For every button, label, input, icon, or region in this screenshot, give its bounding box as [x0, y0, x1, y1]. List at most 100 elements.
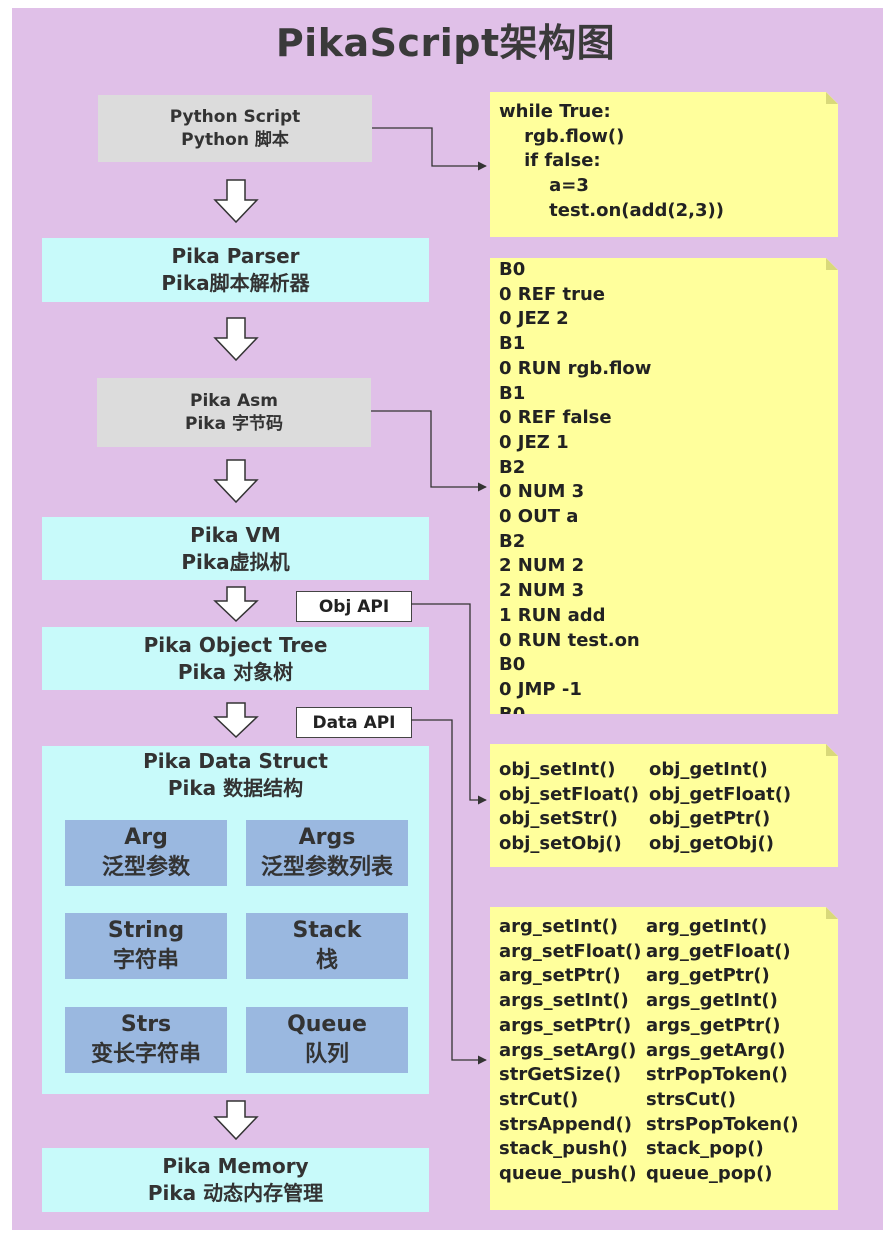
- asm-line: 2 NUM 3: [499, 580, 585, 602]
- pika-parser-sublabel: Pika脚本解析器: [161, 271, 310, 295]
- flow-down-arrow-icon: [213, 179, 259, 224]
- asm-line: 0 REF false: [499, 407, 612, 429]
- python-script-note: while True: rgb.flow() if false: a=3 tes…: [490, 92, 838, 237]
- pika-data-struct-sublabel: Pika 数据结构: [167, 776, 304, 800]
- string-desc: 字符串: [112, 948, 179, 973]
- data-api-connector: [411, 719, 487, 1065]
- data-api-left: arg_setInt(): [499, 916, 619, 937]
- script-line: a=3: [499, 175, 589, 197]
- pika-asm-label: Pika Asm: [190, 390, 278, 411]
- string-name: String: [107, 918, 185, 944]
- asm-line: 0 JEZ 1: [499, 431, 569, 453]
- asm-line: 0 REF true: [499, 283, 606, 305]
- flow-down-arrow-icon: [213, 586, 259, 623]
- data-api-row: args_setArg() args_getArg(): [499, 1039, 830, 1064]
- flow-down-arrow-icon: [213, 459, 259, 504]
- asm-line: 2 NUM 2: [499, 555, 585, 577]
- script-line: while True:: [499, 101, 611, 122]
- data-api-row: arg_setFloat()arg_getFloat(): [499, 940, 830, 965]
- strs-name: Strs: [120, 1012, 172, 1038]
- asm-line: B1: [499, 333, 526, 355]
- data-api-left: arg_setFloat(): [499, 940, 642, 962]
- pika-data-struct-label: Pika Data Struct: [143, 749, 328, 773]
- data-api-right: args_getPtr(): [646, 1014, 781, 1036]
- obj-api-setter: obj_setStr(): [499, 808, 618, 830]
- flow-down-arrow-icon: [213, 1100, 259, 1141]
- asm-line: 0 JMP -1: [499, 678, 582, 700]
- queue-name: Queue: [287, 1012, 367, 1038]
- obj-api-setter: obj_setInt(): [499, 759, 616, 780]
- data-api-right: strPopToken(): [646, 1064, 788, 1086]
- data-api-row: stack_push() stack_pop(): [499, 1137, 830, 1162]
- queue-desc: 队列: [304, 1042, 349, 1067]
- obj-api-getter: obj_getObj(): [649, 833, 774, 855]
- data-api-left: arg_setPtr(): [499, 965, 621, 987]
- data-struct-args: Args 泛型参数列表: [246, 820, 408, 886]
- pika-asm-sublabel: Pika 字节码: [185, 413, 283, 434]
- asm-line: 0 RUN test.on: [499, 629, 640, 651]
- obj-api-setter: obj_setObj(): [499, 833, 622, 855]
- data-api-row: args_setInt()args_getInt(): [499, 989, 830, 1014]
- pika-memory-box: Pika Memory Pika 动态内存管理: [42, 1148, 429, 1212]
- script-line: rgb.flow(): [499, 125, 625, 147]
- flow-down-arrow-icon: [213, 317, 259, 362]
- pika-parser-label: Pika Parser: [171, 244, 300, 268]
- pika-memory-label: Pika Memory: [162, 1154, 309, 1178]
- pika-asm-box: Pika Asm Pika 字节码: [97, 378, 371, 447]
- script-line: test.on(add(2,3)): [499, 199, 724, 221]
- asm-line: 0 OUT a: [499, 506, 579, 528]
- data-api-right: strsPopToken(): [646, 1113, 799, 1135]
- asm-line: 0 JEZ 2: [499, 308, 569, 330]
- args-name: Args: [298, 825, 356, 851]
- data-api-row: arg_setPtr() arg_getPtr(): [499, 964, 830, 989]
- data-api-label: Data API: [296, 707, 412, 738]
- asm-line: B1: [499, 382, 526, 404]
- pika-parser-box: Pika Parser Pika脚本解析器: [42, 238, 429, 302]
- obj-api-note: obj_setInt()obj_getInt() obj_setFloat()o…: [490, 744, 838, 867]
- data-api-left: stack_push(): [499, 1138, 628, 1160]
- data-api-row: strCut() strsCut(): [499, 1088, 830, 1113]
- obj-api-row: obj_setFloat()obj_getFloat(): [499, 783, 830, 808]
- asm-line: B2: [499, 530, 526, 552]
- arg-desc: 泛型参数: [101, 855, 190, 880]
- data-struct-queue: Queue 队列: [246, 1007, 408, 1073]
- data-api-row: arg_setInt() arg_getInt(): [499, 915, 830, 940]
- data-api-right: arg_getPtr(): [646, 965, 770, 987]
- asm-line: 0 RUN rgb.flow: [499, 357, 652, 379]
- obj-api-label: Obj API: [296, 591, 412, 622]
- python-script-label: Python Script: [169, 106, 301, 127]
- pika-object-tree-label: Pika Object Tree: [143, 632, 328, 657]
- data-api-left: args_setPtr(): [499, 1014, 632, 1036]
- asm-line: 0 NUM 3: [499, 481, 585, 503]
- data-api-row: args_setPtr() args_getPtr(): [499, 1014, 830, 1039]
- data-struct-string: String 字符串: [65, 913, 227, 979]
- data-api-right: stack_pop(): [646, 1138, 764, 1160]
- data-struct-arg: Arg 泛型参数: [65, 820, 227, 886]
- asm-connector: [371, 410, 487, 492]
- data-api-right: arg_getInt(): [646, 916, 768, 937]
- diagram-title: PikaScript架构图: [275, 21, 616, 65]
- data-api-left: args_setArg(): [499, 1039, 637, 1061]
- pika-vm-label: Pika VM: [190, 522, 281, 547]
- flow-down-arrow-icon: [213, 702, 259, 739]
- obj-api-setter: obj_setFloat(): [499, 783, 639, 805]
- asm-line: 1 RUN add: [499, 604, 606, 626]
- obj-api-connector: [411, 603, 487, 805]
- data-api-left: strGetSize(): [499, 1064, 622, 1086]
- data-api-note: arg_setInt()arg_getInt() arg_setFloat()a…: [490, 907, 838, 1210]
- obj-api-getter: obj_getPtr(): [649, 808, 771, 830]
- script-connector: [372, 127, 487, 171]
- asm-line: B0: [499, 654, 526, 676]
- data-api-row: strsAppend() strsPopToken(): [499, 1113, 830, 1138]
- data-api-row: queue_push() queue_pop(): [499, 1162, 830, 1187]
- obj-api-row: obj_setObj() obj_getObj(): [499, 832, 830, 857]
- data-api-right: queue_pop(): [646, 1163, 773, 1185]
- data-api-right: args_getArg(): [646, 1039, 786, 1061]
- data-api-left: strsAppend(): [499, 1113, 632, 1135]
- stack-name: Stack: [292, 918, 362, 944]
- data-api-right: strsCut(): [646, 1088, 736, 1110]
- python-script-box: Python Script Python 脚本: [98, 95, 372, 162]
- data-api-left: queue_push(): [499, 1163, 637, 1185]
- data-api-left: strCut(): [499, 1088, 579, 1110]
